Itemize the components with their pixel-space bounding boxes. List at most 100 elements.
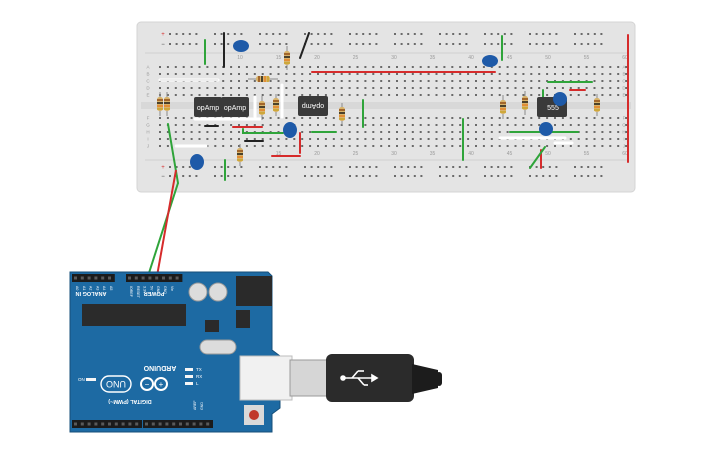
- capacitor-6[interactable]: [539, 122, 553, 136]
- capacitor-4[interactable]: [190, 154, 204, 170]
- breadboard-hole: [585, 138, 588, 140]
- resistor[interactable]: [164, 92, 170, 116]
- header-pin[interactable]: [148, 276, 152, 280]
- header-pin[interactable]: [128, 422, 132, 426]
- resistor[interactable]: [248, 76, 278, 82]
- header-pin[interactable]: [134, 276, 138, 280]
- resistor[interactable]: [522, 91, 528, 115]
- breadboard-hole: [269, 117, 272, 119]
- opamp-chip-2[interactable]: opAmp: [221, 97, 249, 117]
- breadboard-hole: [546, 87, 549, 89]
- header-pin[interactable]: [108, 276, 111, 280]
- breadboard-hole: [459, 66, 462, 68]
- resistor[interactable]: [339, 103, 345, 125]
- header-pin[interactable]: [94, 422, 98, 426]
- wire-red-to-arduino[interactable]: [156, 169, 177, 277]
- breadboard-hole: [419, 124, 422, 126]
- digital-header[interactable]: [72, 420, 213, 428]
- header-pin[interactable]: [151, 422, 155, 426]
- header-pin[interactable]: [141, 276, 145, 280]
- breadboard-hole: [601, 87, 604, 89]
- rail-hole: [349, 175, 351, 177]
- power-header[interactable]: [126, 274, 183, 282]
- header-pin[interactable]: [80, 422, 84, 426]
- opamp-chip-3[interactable]: opAmp: [298, 96, 328, 116]
- breadboard-hole: [198, 138, 201, 140]
- breadboard-hole: [277, 138, 280, 140]
- rail-hole: [259, 166, 261, 168]
- header-pin[interactable]: [168, 276, 172, 280]
- breadboard-hole: [317, 94, 319, 96]
- breadboard-hole: [230, 138, 233, 140]
- breadboard-hole: [380, 131, 383, 133]
- breadboard-hole: [332, 80, 335, 82]
- capacitor-1[interactable]: [233, 40, 249, 52]
- header-pin[interactable]: [101, 276, 105, 280]
- header-pin[interactable]: [108, 422, 111, 426]
- header-pin[interactable]: [74, 422, 77, 426]
- wire-green-6[interactable]: [242, 128, 284, 134]
- header-pin[interactable]: [74, 276, 77, 280]
- breadboard-hole: [388, 117, 391, 119]
- breadboard-hole: [348, 138, 351, 140]
- header-pin[interactable]: [172, 422, 176, 426]
- breadboard-hole: [340, 87, 343, 89]
- rail-hole: [310, 33, 313, 35]
- wire-green-11[interactable]: [529, 146, 546, 169]
- breadboard-hole: [238, 145, 240, 147]
- resistor[interactable]: [259, 96, 265, 120]
- header-pin[interactable]: [158, 422, 162, 426]
- analog-header[interactable]: [72, 274, 115, 282]
- resistor[interactable]: [594, 94, 600, 116]
- capacitor-2[interactable]: [482, 55, 498, 67]
- breadboard-hole: [277, 80, 280, 82]
- resistor[interactable]: [157, 92, 163, 116]
- resistor[interactable]: [273, 94, 279, 116]
- header-pin[interactable]: [114, 422, 118, 426]
- breadboard-hole: [293, 87, 296, 89]
- rail-hole: [285, 33, 288, 35]
- header-pin[interactable]: [87, 276, 91, 280]
- header-pin[interactable]: [80, 276, 84, 280]
- resistor[interactable]: [237, 144, 243, 166]
- header-pin[interactable]: [199, 422, 203, 426]
- header-pin[interactable]: [135, 422, 139, 426]
- resistor[interactable]: [284, 46, 290, 70]
- header-pin[interactable]: [175, 276, 179, 280]
- rail-hole: [278, 33, 281, 35]
- breadboard-hole: [324, 138, 327, 140]
- breadboard-hole: [506, 87, 509, 89]
- breadboard-hole: [419, 87, 422, 89]
- header-pin[interactable]: [192, 422, 196, 426]
- capacitor-3[interactable]: [283, 122, 297, 138]
- breadboard-hole: [467, 87, 470, 89]
- wire-black-2[interactable]: [299, 32, 310, 59]
- header-pin[interactable]: [206, 422, 210, 426]
- rail-hole: [169, 33, 171, 35]
- wire-green-to-arduino[interactable]: [147, 182, 179, 277]
- header-pin[interactable]: [94, 276, 98, 280]
- header-pin[interactable]: [165, 422, 169, 426]
- rail-hole: [510, 175, 513, 177]
- resistor[interactable]: [500, 95, 506, 119]
- rail-hole: [535, 166, 538, 168]
- opamp-chip-1[interactable]: opAmp: [194, 97, 222, 117]
- capacitor-5[interactable]: [553, 92, 567, 106]
- breadboard-hole: [554, 117, 556, 119]
- breadboard-hole: [585, 145, 588, 147]
- breadboard-hole: [443, 138, 446, 140]
- header-pin[interactable]: [179, 422, 182, 426]
- header-pin[interactable]: [128, 276, 131, 280]
- header-pin[interactable]: [162, 276, 165, 280]
- column-number: 30: [391, 55, 397, 61]
- header-pin[interactable]: [87, 422, 91, 426]
- header-pin[interactable]: [145, 422, 148, 426]
- header-pin[interactable]: [185, 422, 189, 426]
- rail-hole: [458, 43, 461, 45]
- header-pin[interactable]: [101, 422, 105, 426]
- header-pin[interactable]: [155, 276, 159, 280]
- reset-button[interactable]: [249, 410, 259, 420]
- breadboard-hole: [538, 94, 541, 96]
- uno-badge: [100, 375, 132, 393]
- header-pin[interactable]: [121, 422, 125, 426]
